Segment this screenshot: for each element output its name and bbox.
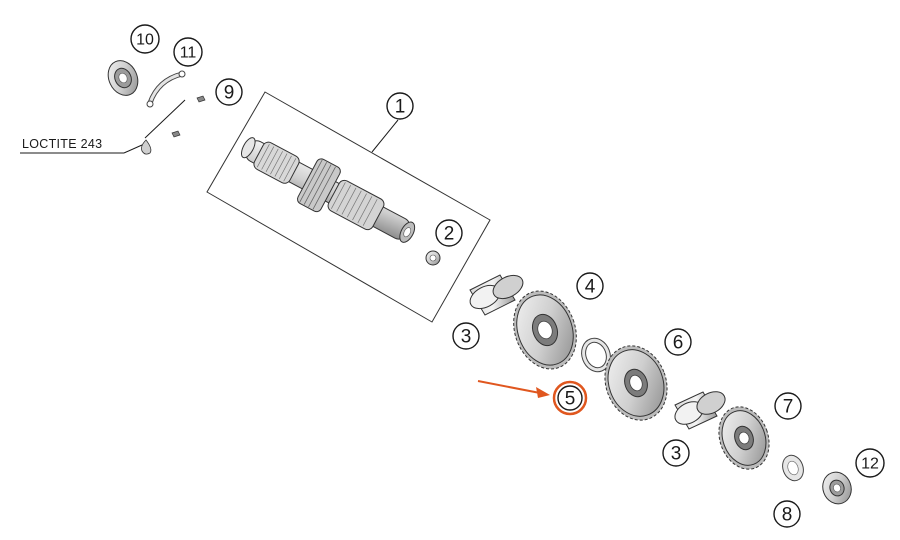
gear-sixth xyxy=(604,345,668,421)
svg-text:6: 6 xyxy=(673,333,684,354)
callout-10: 10 xyxy=(130,24,160,54)
svg-text:9: 9 xyxy=(224,83,235,104)
shaft-assembly-frame xyxy=(206,91,491,323)
main-shaft xyxy=(241,137,416,243)
loctite-label: LOCTITE 243 xyxy=(22,137,102,151)
ball-bearing-top xyxy=(107,60,139,96)
bushing-upper xyxy=(469,274,524,316)
loctite-guide xyxy=(144,99,186,139)
callout-2: 2 xyxy=(435,219,463,247)
callout-9: 9 xyxy=(215,78,243,106)
retaining-bracket xyxy=(146,70,186,108)
svg-text:4: 4 xyxy=(585,277,596,298)
svg-text:3: 3 xyxy=(461,327,472,348)
svg-text:2: 2 xyxy=(444,224,455,245)
callout-12: 12 xyxy=(855,448,885,478)
washer xyxy=(782,454,804,482)
callout-8: 8 xyxy=(773,500,801,528)
svg-text:1: 1 xyxy=(395,97,406,118)
svg-text:3: 3 xyxy=(671,444,682,465)
callout-3b: 3 xyxy=(662,439,690,467)
callout-7: 7 xyxy=(774,392,802,420)
svg-text:5: 5 xyxy=(565,389,576,410)
gear-fourth xyxy=(513,290,577,370)
needle-bearing xyxy=(425,250,441,266)
svg-text:8: 8 xyxy=(782,505,793,526)
callout-4: 4 xyxy=(576,272,604,300)
svg-text:11: 11 xyxy=(180,45,197,62)
screws xyxy=(171,95,206,138)
callout-1: 1 xyxy=(386,92,414,120)
callout-6: 6 xyxy=(664,328,692,356)
leader-1 xyxy=(371,119,399,153)
callout-3a: 3 xyxy=(452,322,480,350)
svg-text:12: 12 xyxy=(861,456,879,473)
gear-seventh xyxy=(718,406,770,470)
loctite-drop-icon xyxy=(141,139,152,155)
callout-11: 11 xyxy=(173,37,203,67)
bushing-lower xyxy=(674,391,726,430)
svg-text:7: 7 xyxy=(783,397,794,418)
lock-ring xyxy=(581,337,611,373)
loctite-leader xyxy=(123,144,143,154)
ball-bearing-end xyxy=(822,471,852,505)
highlight-arrow xyxy=(477,380,550,398)
callout-5: 5 xyxy=(552,380,588,416)
svg-text:10: 10 xyxy=(136,32,154,49)
